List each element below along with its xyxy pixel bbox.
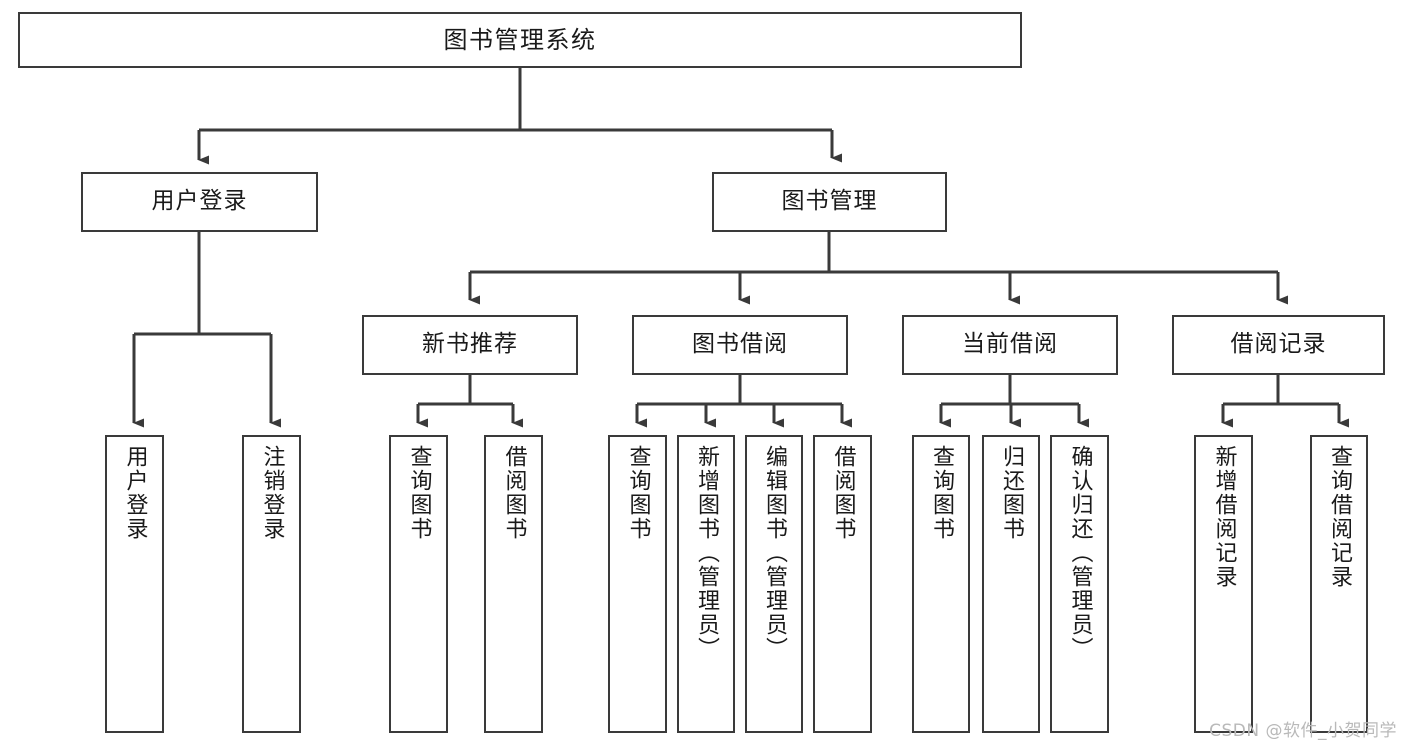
node-leaf-edit-book-label: 编辑图书（管理员） (762, 445, 787, 661)
node-leaf-query-record[interactable]: 查询借阅记录 (1310, 435, 1368, 733)
node-leaf-add-book[interactable]: 新增图书（管理员） (677, 435, 735, 733)
node-leaf-query-book-3[interactable]: 查询图书 (912, 435, 970, 733)
node-leaf-user-logout-label: 注销登录 (259, 445, 285, 541)
node-leaf-user-login[interactable]: 用户登录 (105, 435, 164, 733)
node-leaf-return-book-label: 归还图书 (999, 445, 1024, 541)
node-new-book-rec-label: 新书推荐 (422, 331, 518, 358)
node-leaf-borrow-book-2-label: 借阅图书 (830, 445, 856, 541)
node-current-borrow-label: 当前借阅 (962, 331, 1058, 358)
node-book-borrow-label: 图书借阅 (692, 331, 788, 358)
node-leaf-borrow-book-1-label: 借阅图书 (501, 445, 527, 541)
node-leaf-query-book-2[interactable]: 查询图书 (608, 435, 667, 733)
node-leaf-confirm-return-label: 确认归还（管理员） (1067, 445, 1093, 661)
node-book-borrow[interactable]: 图书借阅 (632, 315, 848, 375)
node-leaf-query-book-1-label: 查询图书 (406, 445, 432, 541)
node-leaf-add-record[interactable]: 新增借阅记录 (1194, 435, 1253, 733)
node-leaf-user-logout[interactable]: 注销登录 (242, 435, 301, 733)
node-book-manage[interactable]: 图书管理 (712, 172, 947, 232)
node-leaf-query-book-1[interactable]: 查询图书 (389, 435, 448, 733)
node-current-borrow[interactable]: 当前借阅 (902, 315, 1118, 375)
node-root-label: 图书管理系统 (443, 25, 597, 54)
node-root[interactable]: 图书管理系统 (18, 12, 1022, 68)
node-leaf-add-book-label: 新增图书（管理员） (694, 445, 719, 661)
node-leaf-add-record-label: 新增借阅记录 (1211, 445, 1237, 589)
node-leaf-borrow-book-2[interactable]: 借阅图书 (813, 435, 872, 733)
node-leaf-query-book-2-label: 查询图书 (625, 445, 651, 541)
node-leaf-borrow-book-1[interactable]: 借阅图书 (484, 435, 543, 733)
node-leaf-edit-book[interactable]: 编辑图书（管理员） (745, 435, 803, 733)
node-leaf-user-login-label: 用户登录 (122, 445, 148, 541)
node-new-book-rec[interactable]: 新书推荐 (362, 315, 578, 375)
node-borrow-record-label: 借阅记录 (1230, 331, 1327, 358)
node-leaf-query-book-3-label: 查询图书 (929, 445, 954, 541)
node-user-login-label: 用户登录 (151, 188, 248, 215)
node-user-login[interactable]: 用户登录 (81, 172, 318, 232)
node-borrow-record[interactable]: 借阅记录 (1172, 315, 1385, 375)
node-book-manage-label: 图书管理 (781, 188, 878, 215)
node-leaf-confirm-return[interactable]: 确认归还（管理员） (1050, 435, 1109, 733)
node-leaf-query-record-label: 查询借阅记录 (1327, 445, 1352, 589)
node-leaf-return-book[interactable]: 归还图书 (982, 435, 1040, 733)
watermark: CSDN @软件_小贺同学 (1209, 721, 1397, 741)
